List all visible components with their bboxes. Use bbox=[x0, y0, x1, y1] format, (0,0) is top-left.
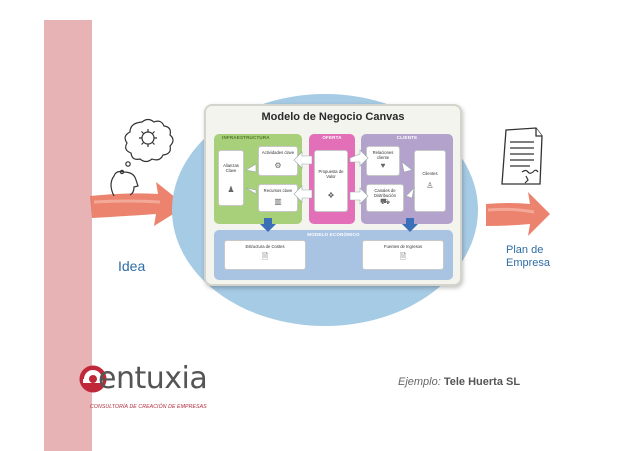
block-clientes: Clientes ♙ bbox=[414, 150, 446, 212]
block-relaciones: Relaciones cliente ♥ bbox=[366, 146, 400, 176]
right-arrow bbox=[486, 192, 550, 236]
example-name: Tele Huerta SL bbox=[443, 376, 521, 388]
truck-icon: ⛟ bbox=[379, 197, 391, 206]
block-recursos-label: Recursos clave bbox=[263, 188, 293, 193]
gear-icon: ⚙ bbox=[274, 161, 282, 170]
receipt-icon: 🗎 bbox=[261, 252, 269, 261]
entuxia-logo-icon bbox=[79, 365, 107, 393]
thinking-head-icon bbox=[110, 118, 174, 197]
example-prefix: Ejemplo: bbox=[398, 376, 441, 388]
person-icon: ♟ bbox=[227, 185, 235, 194]
economico-label: MODELO ECONÓMICO bbox=[307, 232, 360, 237]
example-caption: Ejemplo: Tele Huerta SL bbox=[398, 376, 520, 388]
block-costes: Estructura de Costes 🗎 bbox=[224, 240, 306, 270]
left-arrow bbox=[90, 182, 186, 226]
money-icon: 🗎 bbox=[399, 252, 407, 261]
brand-name: entuxia bbox=[98, 361, 208, 396]
block-canales: Canales de Distribución ⛟ bbox=[366, 184, 404, 212]
block-alianzas: Alianzas Clave ♟ bbox=[218, 150, 244, 206]
brand-tagline: CONSULTORÍA DE CREACIÓN DE EMPRESAS bbox=[90, 404, 207, 410]
block-actividades-label: Actividades clave bbox=[261, 150, 295, 155]
gift-icon: ❖ bbox=[327, 191, 335, 200]
plan-empresa-label: Plan de Empresa bbox=[506, 244, 550, 270]
block-propuesta: Propuesta de Valor ❖ bbox=[314, 150, 348, 212]
factory-icon: ▥ bbox=[274, 197, 282, 206]
customer-icon: ♙ bbox=[426, 181, 434, 190]
block-clientes-label: Clientes bbox=[422, 171, 438, 176]
block-ingresos-label: Fuentes de Ingresos bbox=[383, 244, 423, 249]
infraestructura-label: INFRAESTRUCTURA bbox=[222, 135, 270, 140]
plan-line2: Empresa bbox=[506, 257, 551, 269]
block-costes-label: Estructura de Costes bbox=[245, 244, 285, 249]
block-relaciones-label: Relaciones cliente bbox=[372, 150, 394, 160]
block-canales-label: Canales de Distribución bbox=[374, 188, 396, 198]
plan-line1: Plan de bbox=[506, 244, 544, 256]
cliente-label: CLIENTE bbox=[396, 135, 418, 140]
document-icon bbox=[501, 127, 543, 185]
idea-label: Idea bbox=[118, 258, 146, 274]
canvas-title: Modelo de Negocio Canvas bbox=[261, 111, 405, 123]
canvas-diagram: Modelo de Negocio Canvas INFRAESTRUCTURA… bbox=[204, 104, 462, 286]
block-propuesta-label: Propuesta de Valor bbox=[318, 169, 344, 179]
canvas-connectors bbox=[245, 149, 418, 232]
block-alianzas-label: Alianzas Clave bbox=[223, 163, 239, 173]
handshake-icon: ♥ bbox=[380, 161, 386, 170]
oferta-label: OFERTA bbox=[322, 135, 342, 140]
block-recursos: Recursos clave ▥ bbox=[258, 184, 298, 212]
block-ingresos: Fuentes de Ingresos 🗎 bbox=[362, 240, 444, 270]
